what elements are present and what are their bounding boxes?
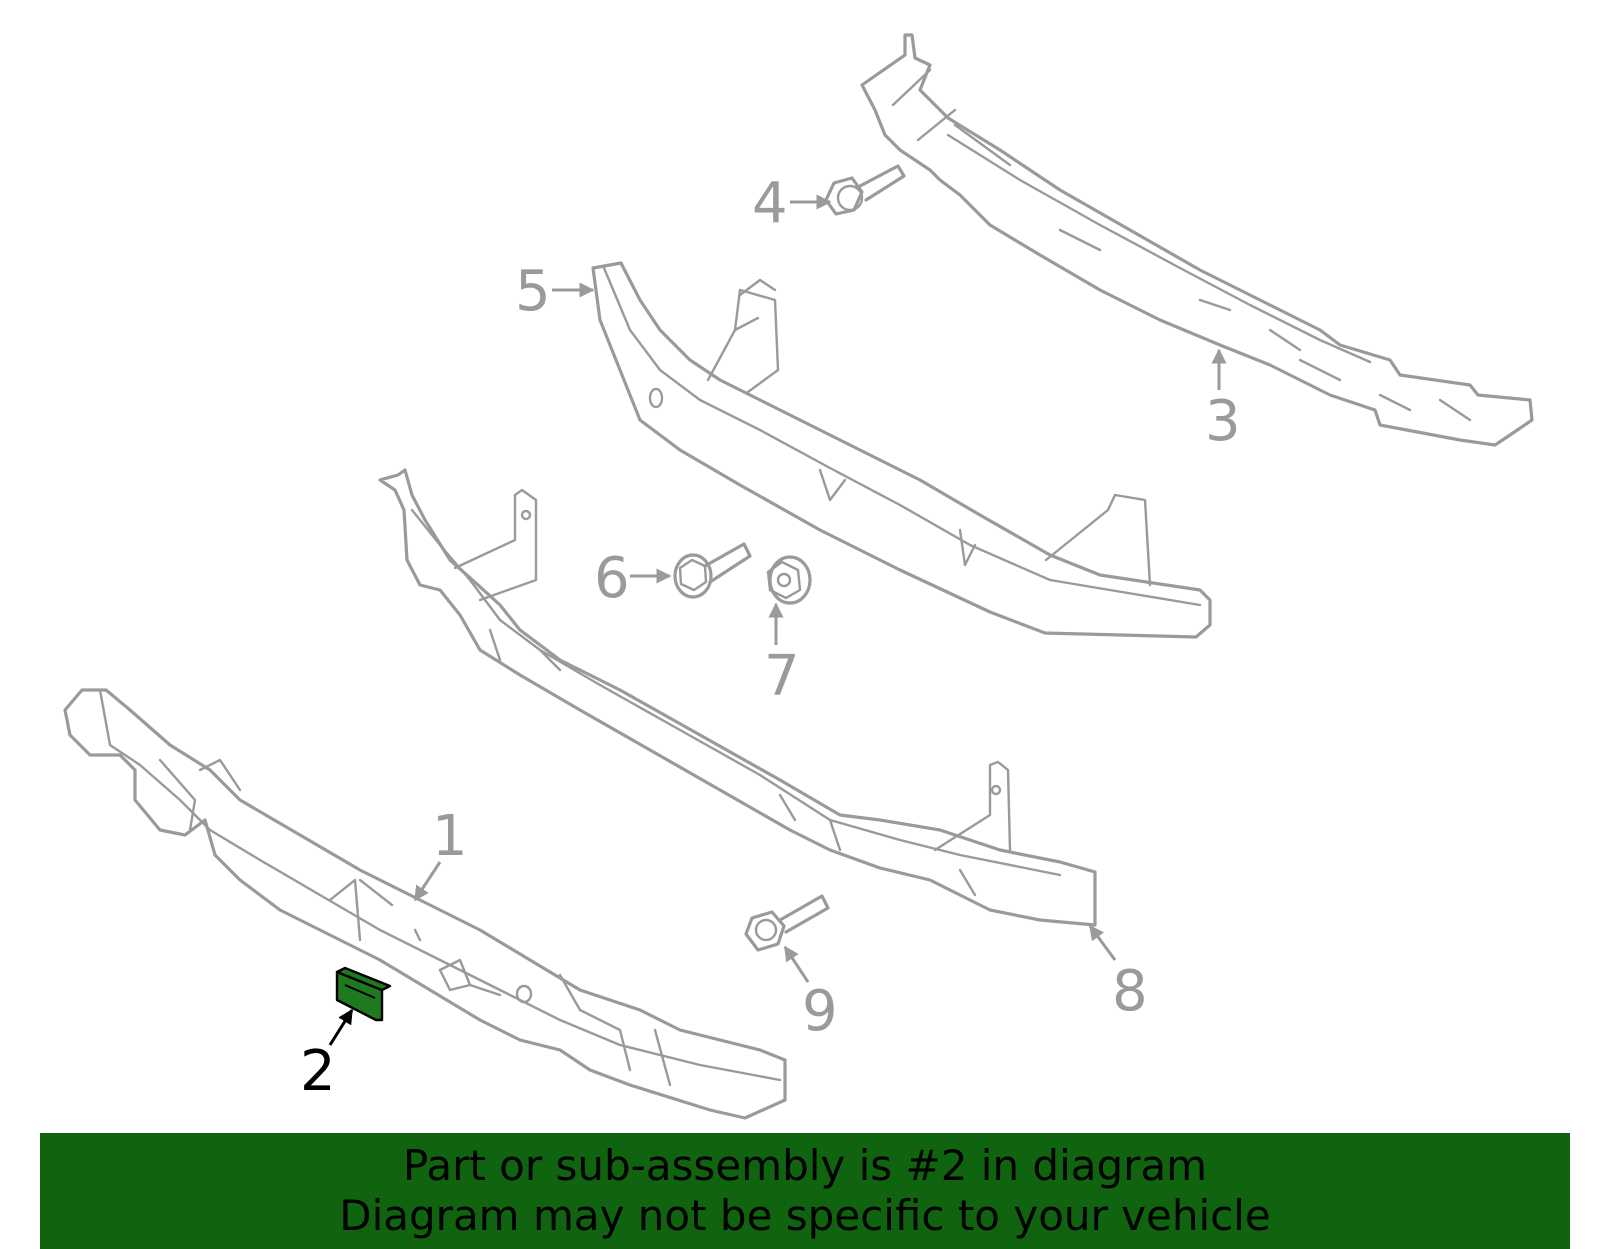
callout-2[interactable]: 2 (300, 1039, 336, 1104)
part-7-nut (766, 555, 812, 605)
part-4-bolt (824, 164, 906, 216)
banner-line-1: Part or sub-assembly is #2 in diagram (402, 1141, 1208, 1190)
callout-1: 1 (432, 804, 468, 869)
callout-5: 5 (515, 259, 551, 324)
part-9-bolt (744, 894, 830, 952)
leader-9 (783, 945, 810, 983)
part-8-reinforcement (378, 468, 1097, 927)
callout-6: 6 (594, 546, 630, 611)
callout-7: 7 (764, 644, 800, 709)
part-3-upper-bar (860, 33, 1534, 447)
callout-8: 8 (1112, 959, 1148, 1024)
part-6-bolt (673, 542, 752, 599)
part-5-middle-bar (591, 261, 1212, 639)
banner-line-2: Diagram may not be specific to your vehi… (339, 1191, 1271, 1240)
info-banner: Part or sub-assembly is #2 in diagram Di… (40, 1133, 1570, 1249)
callout-3: 3 (1205, 389, 1241, 454)
callout-4: 4 (752, 171, 788, 236)
leader-2 (328, 1008, 354, 1046)
part-1-lower-bar (63, 688, 787, 1120)
leader-1 (413, 861, 442, 902)
part-2-clip-highlighted[interactable] (335, 966, 392, 1022)
callout-9: 9 (802, 979, 838, 1044)
leader-8 (1088, 924, 1117, 961)
